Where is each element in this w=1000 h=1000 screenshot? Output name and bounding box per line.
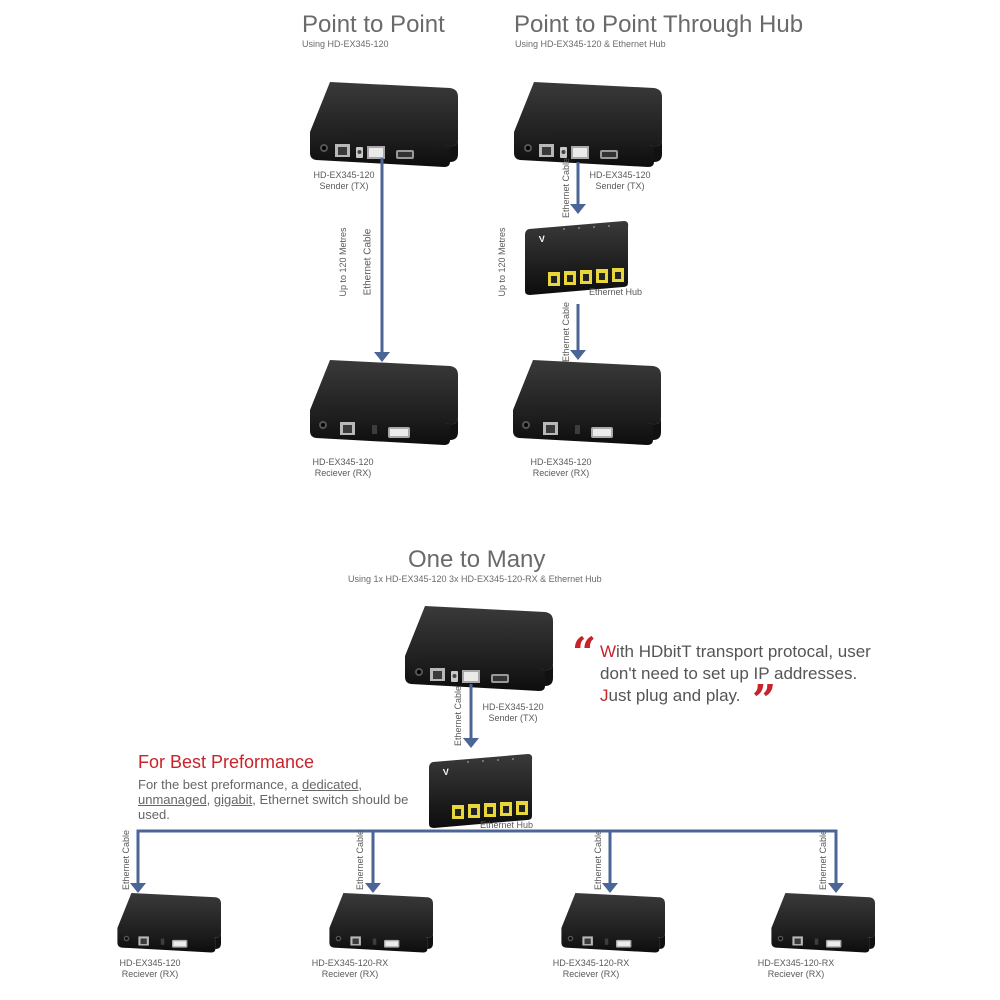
hub-logo-many: V xyxy=(442,766,450,778)
receiver-device-many-2 xyxy=(329,893,433,953)
quote-text: With HDbitT transport protocal, user don… xyxy=(600,642,871,705)
arrowhead-rx-1 xyxy=(130,883,146,893)
label-hub-many: Ethernet Hub xyxy=(480,820,534,830)
title-one-to-many: One to Many xyxy=(408,546,546,573)
best-performance-text: For the best preformance, a dedicated, u… xyxy=(138,777,409,822)
title-point-to-point: Point to Point xyxy=(302,11,445,38)
label-receiver-many-3: HD-EX345-120-RX Reciever (RX) xyxy=(552,958,630,979)
open-quote-mark: “ xyxy=(572,628,597,677)
sender-device-many xyxy=(405,606,553,691)
label-hub-middle: Ethernet Hub xyxy=(589,287,643,297)
ethernet-hub-middle xyxy=(525,221,629,295)
receiver-device-hub xyxy=(513,360,661,445)
label-receiver-many-4: HD-EX345-120-RX Reciever (RX) xyxy=(757,958,835,979)
best-performance-title: For Best Preformance xyxy=(138,752,315,772)
label-cable-rx-2: Ethernet Cable xyxy=(355,829,365,891)
label-cable-rx-1: Ethernet Cable xyxy=(121,829,131,891)
label-sender-hub: HD-EX345-120 Sender (TX) xyxy=(589,170,651,191)
label-cable-hub-top: Ethernet Cable xyxy=(561,157,571,219)
ethernet-hub-many xyxy=(429,754,533,828)
label-sender-many: HD-EX345-120 Sender (TX) xyxy=(482,702,544,723)
label-receiver-many-2: HD-EX345-120-RX Reciever (RX) xyxy=(311,958,389,979)
receiver-device-p2p xyxy=(310,360,458,445)
label-receiver-hub: HD-EX345-120 Reciever (RX) xyxy=(530,457,592,478)
arrowhead-rx-2 xyxy=(365,883,381,893)
distribution-bus xyxy=(136,829,838,885)
title-through-hub: Point to Point Through Hub xyxy=(514,11,804,38)
receiver-device-many-3 xyxy=(561,893,665,953)
receiver-device-many-1 xyxy=(117,893,221,953)
arrowhead-rx-4 xyxy=(828,883,844,893)
label-distance-hub: Up to 120 Metres xyxy=(497,227,507,297)
label-receiver-p2p: HD-EX345-120 Reciever (RX) xyxy=(312,457,374,478)
arrowhead-hub-top xyxy=(570,204,586,214)
label-sender-p2p: HD-EX345-120 Sender (TX) xyxy=(313,170,375,191)
label-cable-hub-bottom: Ethernet Cable xyxy=(561,301,571,363)
label-cable-many-top: Ethernet Cable xyxy=(453,685,463,747)
arrowhead-hub-bottom xyxy=(570,350,586,360)
hub-logo-middle: V xyxy=(538,233,546,245)
receiver-device-many-4 xyxy=(771,893,875,953)
subtitle-point-to-point: Using HD-EX345-120 xyxy=(302,39,389,49)
label-distance-p2p: Up to 120 Metres xyxy=(338,227,348,297)
subtitle-one-to-many: Using 1x HD-EX345-120 3x HD-EX345-120-RX… xyxy=(348,574,602,584)
quote-j: J xyxy=(600,686,609,705)
subtitle-through-hub: Using HD-EX345-120 & Ethernet Hub xyxy=(515,39,666,49)
sender-device-p2p xyxy=(310,82,458,167)
arrowhead-p2p xyxy=(374,352,390,362)
label-cable-rx-3: Ethernet Cable xyxy=(593,829,603,891)
quote-w: W xyxy=(600,642,617,661)
arrowhead-many-top xyxy=(463,738,479,748)
label-cable-p2p: Ethernet Cable xyxy=(362,228,374,296)
close-quote-mark: ” xyxy=(752,676,777,725)
label-receiver-many-1: HD-EX345-120 Reciever (RX) xyxy=(119,958,181,979)
sender-device-hub xyxy=(514,82,662,167)
label-cable-rx-4: Ethernet Cable xyxy=(818,829,828,891)
arrowhead-rx-3 xyxy=(602,883,618,893)
